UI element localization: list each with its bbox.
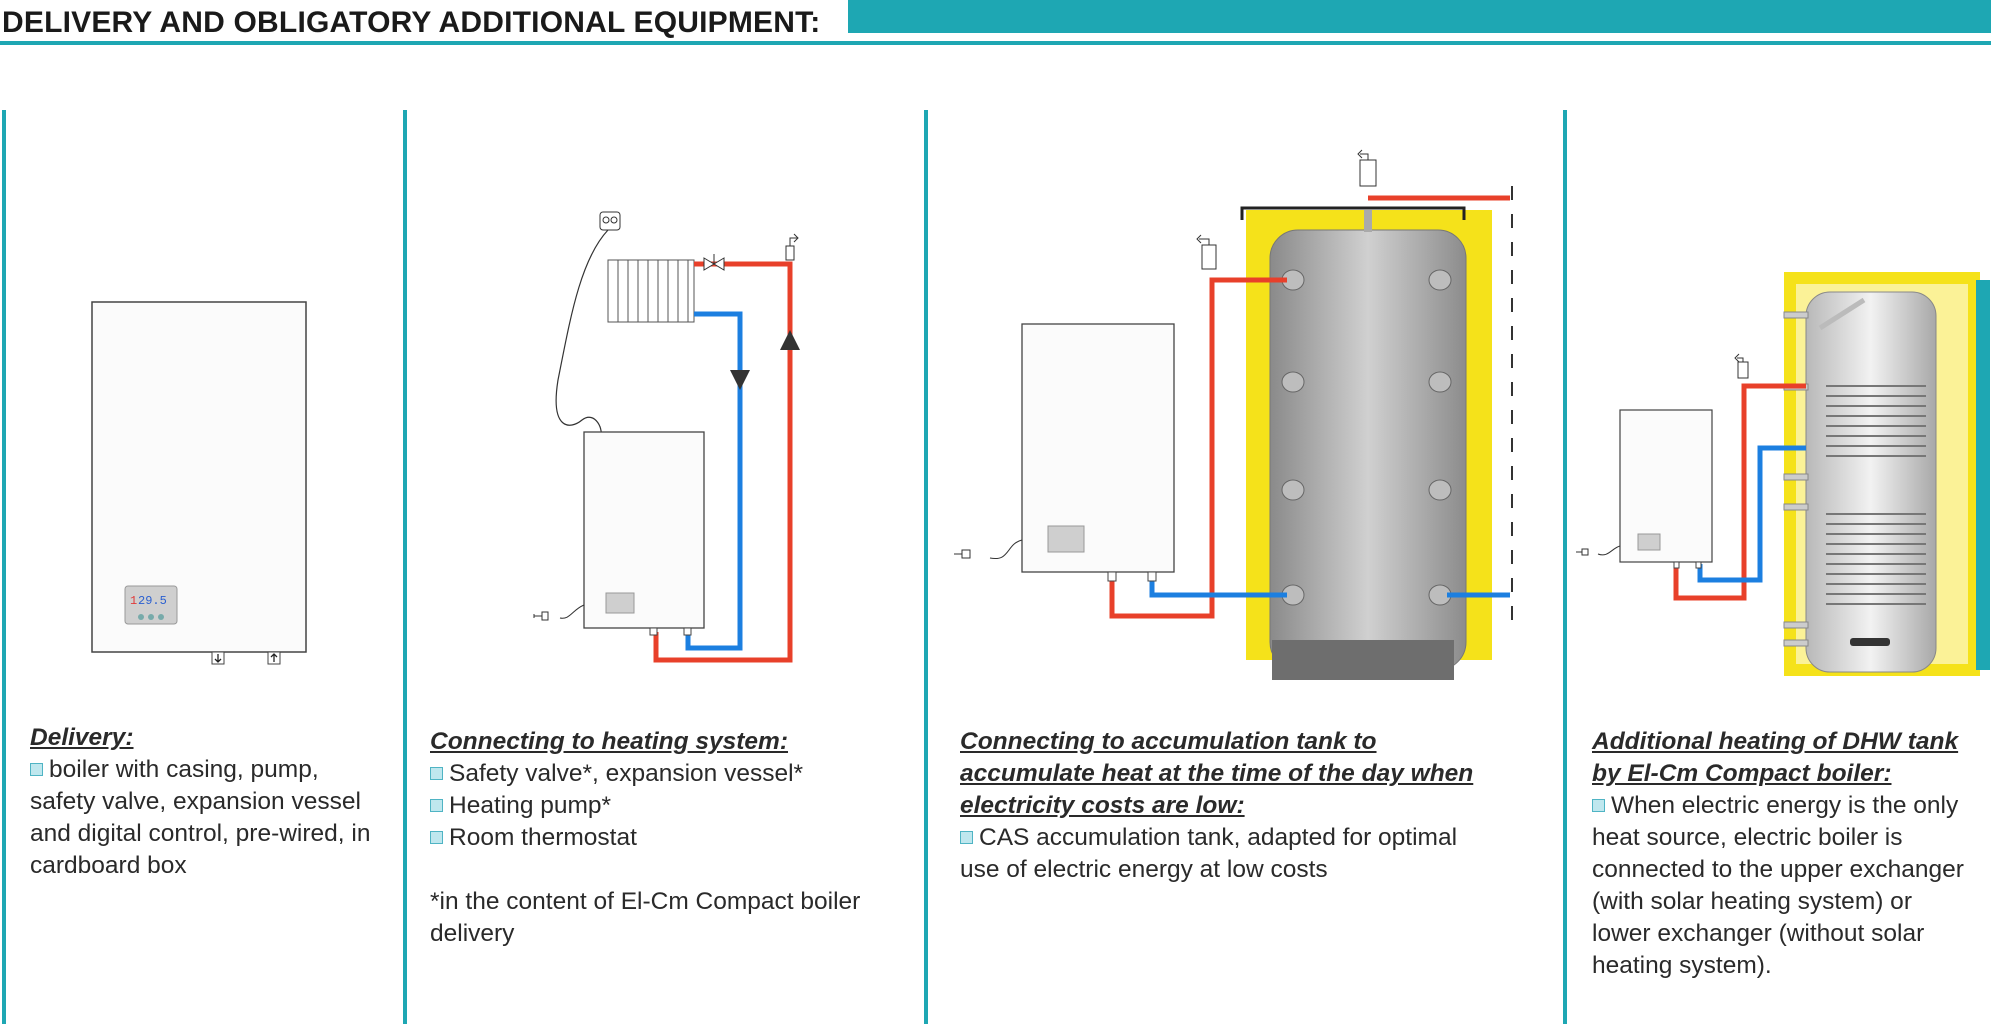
svg-text:29.5: 29.5 [138, 594, 167, 608]
square-bullet-icon [430, 831, 443, 844]
square-bullet-icon [430, 767, 443, 780]
section-title: Delivery: [30, 724, 134, 751]
bullet-item: Heating pump* [430, 790, 910, 822]
boiler-delivery-diagram: 1 29.5 [91, 301, 307, 665]
dhw-tank-diagram [1576, 272, 1990, 676]
bullet-item: boiler with casing, pump, safety valve, … [30, 756, 371, 879]
section-title: Connecting to accumulation tank to accum… [960, 728, 1474, 819]
square-bullet-icon [1592, 799, 1605, 812]
svg-text:1: 1 [130, 594, 137, 608]
square-bullet-icon [430, 799, 443, 812]
column-divider-1 [2, 110, 6, 1024]
page-header: DELIVERY AND OBLIGATORY ADDITIONAL EQUIP… [0, 0, 1991, 48]
header-underline [0, 41, 1991, 45]
section-delivery: Delivery: boiler with casing, pump, safe… [30, 722, 382, 882]
bullet-item: CAS accumulation tank, adapted for optim… [960, 824, 1458, 883]
section-dhw-tank: Additional heating of DHW tank by El-Cm … [1592, 726, 1972, 982]
footnote: *in the content of El-Cm Compact boiler … [430, 888, 861, 947]
heating-system-diagram [533, 211, 800, 663]
section-title: Connecting to heating system: [430, 728, 789, 755]
square-bullet-icon [960, 831, 973, 844]
accumulation-tank-diagram [954, 149, 1513, 680]
column-divider-2 [403, 110, 407, 1024]
column-divider-4 [1563, 110, 1567, 1024]
section-accumulation-tank: Connecting to accumulation tank to accum… [960, 726, 1500, 886]
section-heating-system: Connecting to heating system: Safety val… [430, 726, 910, 950]
column-divider-3 [924, 110, 928, 1024]
bullet-item: Room thermostat [430, 822, 910, 854]
page-title: DELIVERY AND OBLIGATORY ADDITIONAL EQUIP… [2, 6, 821, 39]
header-accent-bar [848, 0, 1991, 33]
bullet-item: When electric energy is the only heat so… [1592, 792, 1964, 979]
section-title: Additional heating of DHW tank by El-Cm … [1592, 728, 1959, 787]
square-bullet-icon [30, 763, 43, 776]
bullet-item: Safety valve*, expansion vessel* [430, 758, 910, 790]
